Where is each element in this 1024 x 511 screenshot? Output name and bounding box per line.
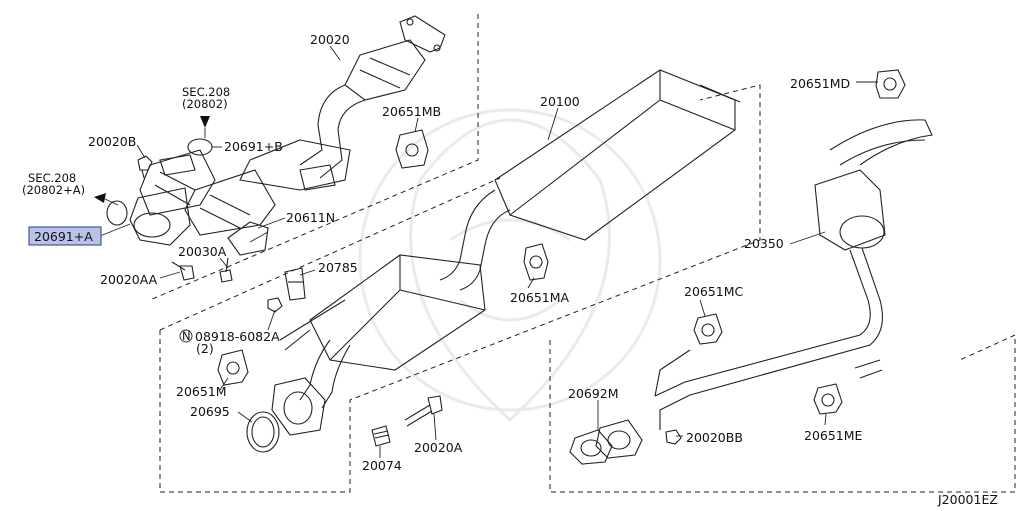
label-sec208-20802-line2: (20802) [182, 97, 228, 111]
label-20692m: 20692M [568, 386, 619, 401]
label-20651m: 20651M [176, 384, 227, 399]
center-section-boundary [159, 84, 761, 493]
label-20651mb: 20651MB [382, 104, 441, 119]
label-20691a: 20691+A [34, 229, 93, 244]
rear-section-boundary [549, 334, 1016, 493]
mounting-rubber-20651md[interactable] [875, 69, 906, 99]
label-20651ma: 20651MA [510, 290, 570, 305]
bolt-20020a[interactable] [404, 395, 443, 427]
mounting-rubber-20651me[interactable] [813, 383, 843, 415]
center-muffler-assy-20100[interactable] [271, 69, 741, 436]
arrow-to-sec208-20802a [94, 193, 106, 203]
gasket-20691a[interactable] [106, 200, 128, 226]
watermark-emblem [358, 108, 662, 423]
labels: 20020 SEC.208 (20802) 20691+B 20020B SEC… [22, 32, 998, 507]
mounting-rubber-20651mc[interactable] [693, 313, 723, 345]
center-section-left [159, 177, 501, 331]
main-muffler-20350[interactable] [654, 119, 933, 430]
nut-20020b[interactable] [137, 155, 153, 179]
label-20020aa: 20020AA [100, 272, 158, 287]
mounting-rubber-20651m[interactable] [217, 349, 249, 386]
label-20100: 20100 [540, 94, 580, 109]
gasket-20691b[interactable] [187, 138, 213, 156]
label-08918-qty: (2) [196, 341, 214, 356]
diagram-code: J20001EZ [937, 492, 998, 507]
mounting-rubber-20651mb[interactable] [395, 129, 429, 169]
n-prefix-circle [179, 329, 193, 343]
label-08918-6082a: 08918-6082A [195, 329, 280, 344]
label-08918-prefix: N [182, 329, 191, 343]
label-20785: 20785 [318, 260, 358, 275]
label-20020bb: 20020BB [686, 430, 743, 445]
label-20020: 20020 [310, 32, 350, 47]
insulator-20611n[interactable] [227, 221, 269, 256]
label-sec208-20802-line1: SEC.208 [182, 85, 230, 99]
arrow-to-sec208-20802 [200, 116, 210, 128]
label-20020b: 20020B [88, 134, 136, 149]
label-20651md: 20651MD [790, 76, 850, 91]
label-20350: 20350 [744, 236, 784, 251]
label-20074: 20074 [362, 458, 402, 473]
bracket-20785[interactable] [284, 267, 306, 301]
gasket-20692m[interactable] [569, 419, 643, 465]
front-exhaust-tube-20020[interactable] [129, 15, 446, 246]
seal-ring-20695[interactable] [246, 411, 280, 453]
mounting-rubber-20651ma[interactable] [523, 243, 549, 281]
label-20695: 20695 [190, 404, 230, 419]
label-sec208-20802a-line1: SEC.208 [28, 171, 76, 185]
label-20020a: 20020A [414, 440, 463, 455]
label-20691b: 20691+B [224, 139, 283, 154]
spring-20074[interactable] [371, 425, 391, 447]
highlight-20691a [28, 226, 102, 246]
bolt-20030a[interactable] [219, 257, 233, 283]
label-sec208-20802a-line2: (20802+A) [22, 183, 85, 197]
stud-20020aa[interactable] [171, 261, 195, 281]
nut-08918-6082a[interactable] [267, 297, 283, 313]
label-20651me: 20651ME [804, 428, 863, 443]
label-20611n: 20611N [286, 210, 335, 225]
label-20651mc: 20651MC [684, 284, 744, 299]
nut-20020bb[interactable] [665, 429, 682, 445]
front-section-boundary [149, 14, 479, 301]
label-20030a: 20030A [178, 244, 227, 259]
leader-lines [99, 45, 878, 458]
